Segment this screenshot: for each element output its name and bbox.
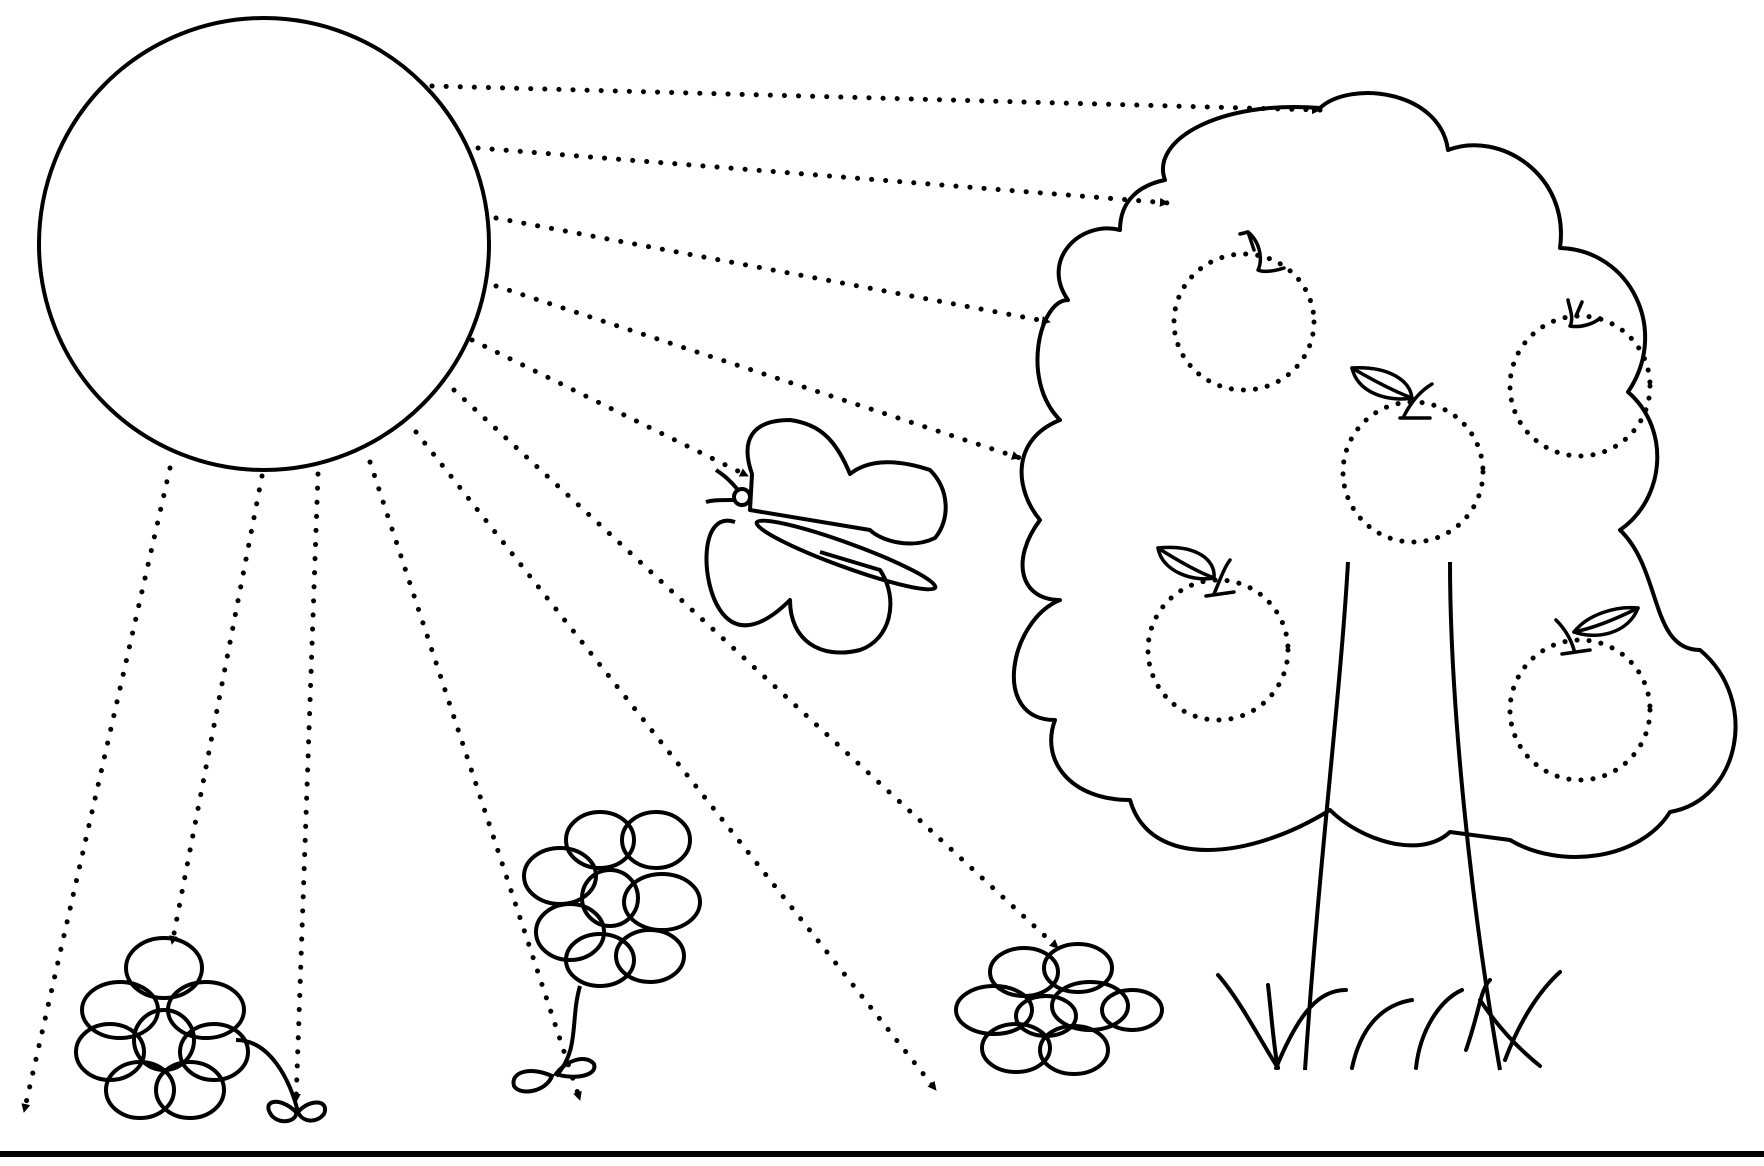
bottom-border <box>0 1151 1764 1157</box>
